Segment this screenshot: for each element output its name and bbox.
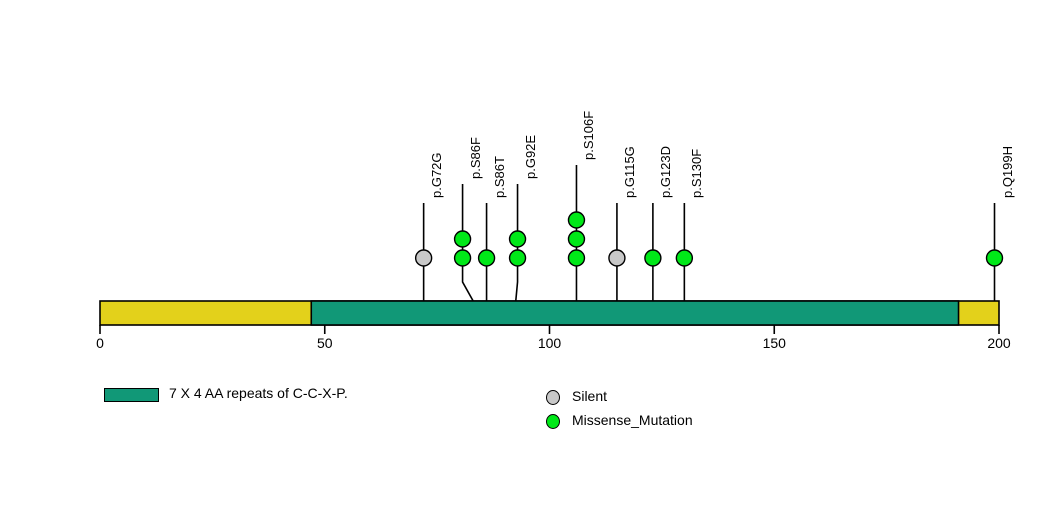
legend-domain-swatch — [104, 388, 159, 402]
mutation-label-pg72g: p.G72G — [428, 152, 444, 198]
mutation-dot-pg92e[interactable] — [508, 249, 527, 267]
legend-domain-label: 7 X 4 AA repeats of C-C-X-P. — [169, 385, 348, 401]
mutation-dot-pg115g[interactable] — [608, 249, 626, 267]
axis-tick-label-100: 100 — [537, 335, 562, 351]
mutation-dot-ps86f[interactable] — [453, 230, 472, 248]
axis-tick-label-200: 200 — [987, 335, 1011, 351]
mutation-label-pg115g: p.G115G — [621, 146, 637, 198]
mutation-label-ps106f: p.S106F — [581, 110, 597, 160]
legend-variant-dot-silent — [546, 390, 560, 405]
mutation-dot-pg92e[interactable] — [508, 230, 527, 248]
axis-tick-label-150: 150 — [762, 335, 786, 351]
mutation-label-ps86t: p.S86T — [491, 156, 507, 198]
mutation-dot-pg72g[interactable] — [414, 249, 433, 267]
mutation-dot-ps106f[interactable] — [567, 211, 586, 229]
mutation-dot-pg123d[interactable] — [644, 249, 662, 267]
mutation-label-ps86f: p.S86F — [467, 137, 483, 179]
mutation-dot-ps86t[interactable] — [477, 249, 496, 267]
mutation-dot-ps130f[interactable] — [675, 249, 694, 267]
mutation-label-pg123d: p.G123D — [657, 145, 673, 198]
mutation-dot-ps106f[interactable] — [567, 249, 586, 267]
mutation-label-pg92e: p.G92E — [522, 134, 538, 179]
legend-variant-label-missense_mutation: Missense_Mutation — [572, 412, 693, 428]
legend-variant-label-silent: Silent — [572, 388, 608, 404]
mutation-dot-ps106f[interactable] — [567, 230, 586, 248]
mutation-dot-ps86f[interactable] — [453, 249, 472, 267]
mutation-dot-pq199h[interactable] — [985, 249, 1004, 267]
mutation-label-pq199h: p.Q199H — [999, 145, 1015, 198]
legend-variant-dot-missense_mutation — [546, 414, 560, 429]
mutation-label-ps130f: p.S130F — [689, 148, 705, 198]
axis-tick-label-0: 0 — [96, 335, 104, 351]
axis-tick-label-50: 50 — [316, 335, 333, 351]
protein-domain-0[interactable] — [310, 300, 960, 326]
